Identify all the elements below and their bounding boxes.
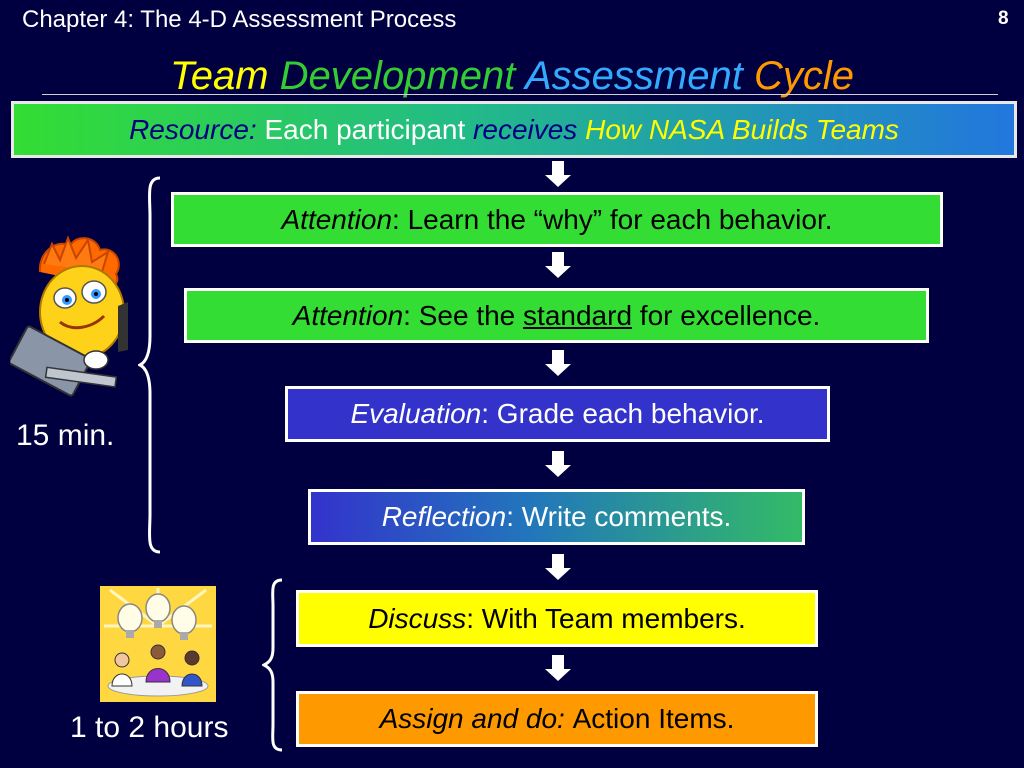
left-brace-icon bbox=[262, 578, 283, 752]
step-reflection: Reflection : Write comments. bbox=[308, 489, 805, 545]
team-meeting-icon bbox=[100, 586, 216, 702]
resource-book-title: How NASA Builds Teams bbox=[585, 113, 899, 145]
step-text: : Write comments. bbox=[506, 501, 732, 532]
resource-receives: receives bbox=[473, 113, 578, 145]
step-discuss: Discuss : With Team members. bbox=[296, 590, 818, 647]
smiley-laptop-icon bbox=[10, 235, 128, 397]
step-text: for excellence. bbox=[639, 299, 821, 331]
step-evaluation: Evaluation : Grade each behavior. bbox=[285, 386, 830, 442]
step-attention-standard: Attention : See the standard for excelle… bbox=[184, 288, 929, 343]
resource-box: Resource: Each participant receives How … bbox=[11, 101, 1017, 158]
standard-link[interactable]: standard bbox=[523, 299, 633, 331]
resource-label: Resource: bbox=[129, 113, 257, 145]
down-arrow-icon bbox=[545, 350, 571, 376]
duration-15-min: 15 min. bbox=[16, 419, 115, 452]
step-label: Attention bbox=[281, 203, 393, 235]
left-brace-icon bbox=[138, 176, 161, 554]
duration-1-to-2-hours: 1 to 2 hours bbox=[70, 711, 229, 744]
title-word-development: Development bbox=[279, 54, 516, 98]
down-arrow-icon bbox=[545, 451, 571, 477]
down-arrow-icon bbox=[545, 161, 571, 187]
down-arrow-icon bbox=[545, 554, 571, 580]
step-text: : See the bbox=[403, 299, 516, 331]
resource-text: Each participant bbox=[264, 113, 466, 145]
chapter-heading: Chapter 4: The 4-D Assessment Process bbox=[22, 6, 457, 33]
step-label: Reflection bbox=[381, 501, 507, 532]
page-number: 8 bbox=[998, 8, 1009, 29]
title-word-assessment: Assessment bbox=[525, 54, 743, 98]
down-arrow-icon bbox=[545, 252, 571, 278]
title-word-team: Team bbox=[169, 54, 269, 98]
title-word-cycle: Cycle bbox=[753, 54, 855, 98]
step-label: Evaluation bbox=[350, 398, 482, 429]
step-assign: Assign and do: Action Items. bbox=[296, 691, 818, 747]
slide-title: Team Development Assessment Cycle bbox=[0, 52, 1024, 100]
step-attention-why: Attention : Learn the “why” for each beh… bbox=[171, 192, 943, 247]
step-text: : With Team members. bbox=[466, 602, 746, 634]
step-label: Attention bbox=[292, 299, 404, 331]
down-arrow-icon bbox=[545, 655, 571, 681]
step-label: Discuss bbox=[368, 602, 467, 634]
step-label: Assign and do: bbox=[379, 703, 565, 734]
title-divider bbox=[42, 94, 998, 95]
step-text: : Learn the “why” for each behavior. bbox=[392, 203, 833, 235]
step-text: Action Items. bbox=[572, 703, 735, 734]
step-text: : Grade each behavior. bbox=[481, 398, 765, 429]
